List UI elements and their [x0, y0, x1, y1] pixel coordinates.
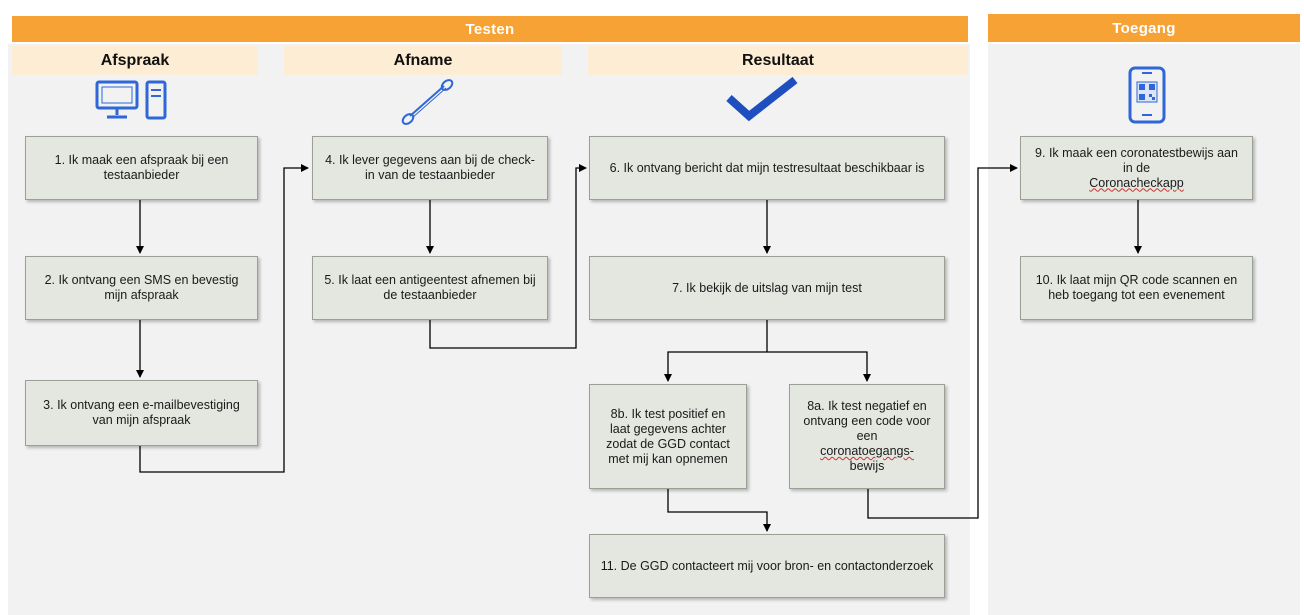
column-afname: Afname [284, 46, 562, 75]
band-toegang: Toegang [988, 14, 1300, 42]
step-11: 11. De GGD contacteert mij voor bron- en… [589, 534, 945, 598]
smartphone-qr-icon [1128, 66, 1166, 124]
step-8b: 8b. Ik test positief en laat gegevens ac… [589, 384, 747, 489]
step-6: 6. Ik ontvang bericht dat mijn testresul… [589, 136, 945, 200]
step-8a-text: 8a. Ik test negatief en ontvang een code… [803, 399, 931, 443]
step-1: 1. Ik maak een afspraak bij een testaanb… [25, 136, 258, 200]
step-3: 3. Ik ontvang een e-mailbevestiging van … [25, 380, 258, 446]
arrow-5-6 [429, 164, 587, 349]
step-8a-suffix: bewijs [849, 459, 885, 473]
arrow-7-8b [664, 351, 767, 382]
computer-icon [95, 80, 167, 120]
step-2: 2. Ik ontvang een SMS en bevestig mijn a… [25, 256, 258, 320]
arrow-8b-11 [667, 489, 771, 532]
step-9-text: 9. Ik maak een coronatestbewijs aan in d… [1035, 145, 1238, 175]
arrow-8a-9 [867, 164, 1018, 519]
step-7: 7. Ik bekijk de uitslag van mijn test [589, 256, 945, 320]
arrow-3-4 [139, 164, 309, 473]
step-9: 9. Ik maak een coronatestbewijs aan in d… [1020, 136, 1253, 200]
column-resultaat: Resultaat [588, 46, 968, 75]
step-5: 5. Ik laat een antigeentest afnemen bij … [312, 256, 548, 320]
column-afspraak: Afspraak [12, 46, 258, 75]
swab-icon [401, 79, 454, 125]
band-testen: Testen [12, 16, 968, 42]
checkmark-icon [726, 76, 798, 122]
step-8a-underlined-word: coronatoegangs- [820, 444, 914, 458]
step-8a: 8a. Ik test negatief en ontvang een code… [789, 384, 945, 489]
step-9-underlined-word: Coronacheckapp [1089, 175, 1184, 190]
arrow-7-8a [767, 351, 871, 382]
step-10: 10. Ik laat mijn QR code scannen en heb … [1020, 256, 1253, 320]
step-4: 4. Ik lever gegevens aan bij de check-in… [312, 136, 548, 200]
